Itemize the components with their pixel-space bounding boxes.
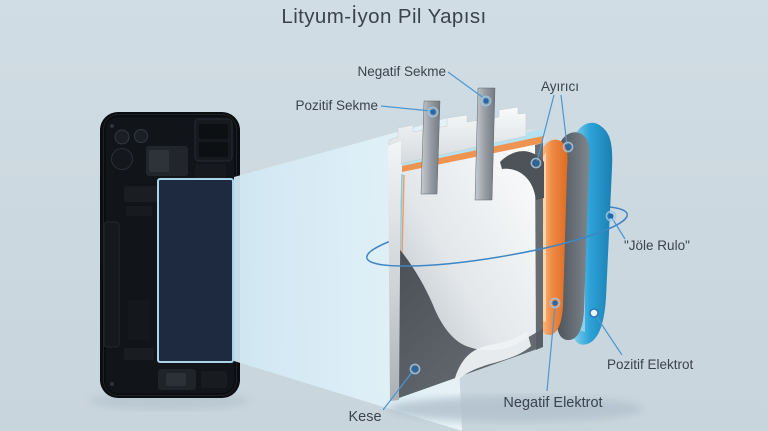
- label-negative-tab: Negatif Sekme: [357, 64, 446, 79]
- marker-dot: [483, 98, 489, 104]
- positive-tab: [420, 100, 441, 195]
- leader-line: [595, 315, 623, 356]
- negative-electrode-layer: [539, 139, 568, 336]
- jelly-roll-loop-front: [366, 214, 628, 267]
- camera-icon: [134, 129, 148, 143]
- separator-front-corner: [500, 151, 544, 200]
- pouch-left-edge: [388, 141, 401, 401]
- side-board: [103, 221, 120, 348]
- label-jelly-roll: "Jöle Rulo": [624, 238, 690, 253]
- leader-line: [546, 305, 556, 392]
- speaker: [201, 371, 227, 388]
- battery-exploded-view: [388, 87, 613, 401]
- label-negative-electrode: Negatif Elektrot: [503, 395, 602, 411]
- leader-line: [536, 94, 555, 162]
- battery-shadow: [387, 396, 643, 422]
- marker-dot: [412, 366, 418, 372]
- label-positive-electrode: Pozitif Elektrot: [607, 357, 694, 372]
- leader-line: [380, 105, 432, 112]
- leader-line: [382, 370, 414, 411]
- marker-dot: [552, 300, 558, 306]
- label-pouch: Kese: [348, 409, 381, 425]
- leader-line: [560, 94, 568, 146]
- leader-line: [611, 217, 626, 240]
- vibration-motor: [111, 148, 133, 170]
- phone-teardown-image: [90, 112, 250, 410]
- marker-dot: [430, 109, 436, 115]
- leader-line: [447, 71, 486, 100]
- marker-dots: [409, 95, 617, 375]
- marker-dot: [565, 144, 571, 150]
- marker-dot: [533, 160, 539, 166]
- camera-icon: [114, 129, 130, 145]
- page-title: Lityum-İyon Pil Yapısı: [281, 5, 487, 28]
- label-positive-tab: Pozitif Sekme: [295, 98, 378, 113]
- label-separator: Ayırıcı: [541, 79, 579, 94]
- marker-dot: [608, 213, 614, 219]
- leader-lines: [380, 71, 626, 411]
- marker-ring: [589, 308, 599, 318]
- battery-highlight-region: [157, 178, 234, 363]
- negative-tab: [474, 87, 496, 201]
- pouch-reflection: [396, 246, 543, 399]
